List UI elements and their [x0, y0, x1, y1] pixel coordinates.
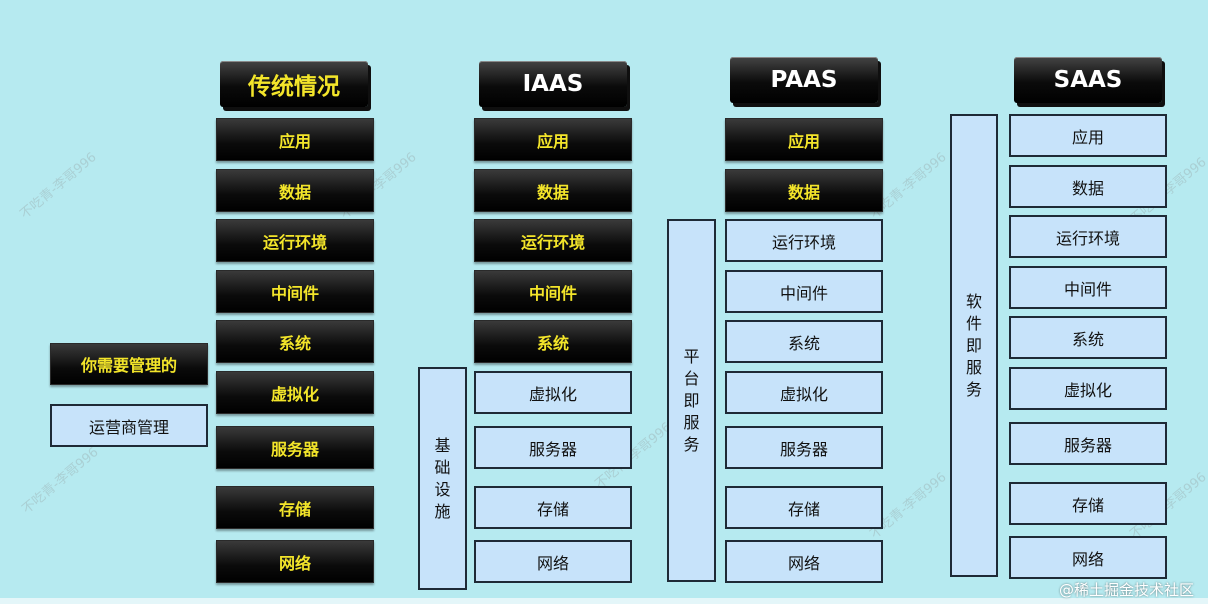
traditional-row-application: 应用 [216, 118, 374, 161]
iaas-row-os: 系统 [474, 320, 632, 363]
paas-row-servers: 服务器 [725, 426, 883, 469]
faint-watermark: 不吃青-李哥996 [17, 149, 100, 223]
paas-row-os: 系统 [725, 320, 883, 363]
traditional-row-virtualization: 虚拟化 [216, 371, 374, 414]
paas-bracket-platform: 平台即服务 [667, 219, 716, 582]
iaas-row-middleware: 中间件 [474, 270, 632, 313]
paas-header: PAAS [730, 57, 878, 103]
traditional-row-storage: 存储 [216, 486, 374, 529]
traditional-row-os: 系统 [216, 320, 374, 363]
site-watermark: @稀土掘金技术社区 [1058, 581, 1194, 599]
traditional-row-servers: 服务器 [216, 426, 374, 469]
traditional-row-data: 数据 [216, 169, 374, 212]
saas-row-middleware: 中间件 [1009, 266, 1167, 309]
iaas-row-network: 网络 [474, 540, 632, 583]
legend-you-manage: 你需要管理的 [50, 343, 208, 385]
saas-bracket-label: 软件即服务 [965, 292, 982, 399]
iaas-row-application: 应用 [474, 118, 632, 161]
traditional-header: 传统情况 [220, 61, 368, 107]
iaas-header: IAAS [479, 61, 627, 107]
iaas-bracket-label: 基础设施 [434, 435, 451, 521]
saas-header: SAAS [1014, 57, 1162, 103]
traditional-row-middleware: 中间件 [216, 270, 374, 313]
paas-row-data: 数据 [725, 169, 883, 212]
bottom-band [0, 598, 1208, 604]
paas-row-application: 应用 [725, 118, 883, 161]
iaas-row-data: 数据 [474, 169, 632, 212]
saas-row-servers: 服务器 [1009, 422, 1167, 465]
iaas-row-virtualization: 虚拟化 [474, 371, 632, 414]
legend-provider-manage: 运营商管理 [50, 404, 208, 447]
paas-row-virtualization: 虚拟化 [725, 371, 883, 414]
saas-row-virtualization: 虚拟化 [1009, 367, 1167, 410]
saas-row-network: 网络 [1009, 536, 1167, 579]
iaas-bracket-infrastructure: 基础设施 [418, 367, 467, 590]
paas-row-runtime: 运行环境 [725, 219, 883, 262]
paas-row-network: 网络 [725, 540, 883, 583]
paas-row-storage: 存储 [725, 486, 883, 529]
traditional-row-runtime: 运行环境 [216, 219, 374, 262]
iaas-row-storage: 存储 [474, 486, 632, 529]
saas-row-os: 系统 [1009, 316, 1167, 359]
iaas-row-servers: 服务器 [474, 426, 632, 469]
saas-row-storage: 存储 [1009, 482, 1167, 525]
saas-row-data: 数据 [1009, 165, 1167, 208]
paas-bracket-label: 平台即服务 [683, 346, 700, 454]
saas-bracket-software: 软件即服务 [950, 114, 998, 577]
traditional-row-network: 网络 [216, 540, 374, 583]
faint-watermark: 不吃青-李哥996 [19, 444, 102, 518]
iaas-row-runtime: 运行环境 [474, 219, 632, 262]
paas-row-middleware: 中间件 [725, 270, 883, 313]
saas-row-runtime: 运行环境 [1009, 215, 1167, 258]
saas-row-application: 应用 [1009, 114, 1167, 157]
